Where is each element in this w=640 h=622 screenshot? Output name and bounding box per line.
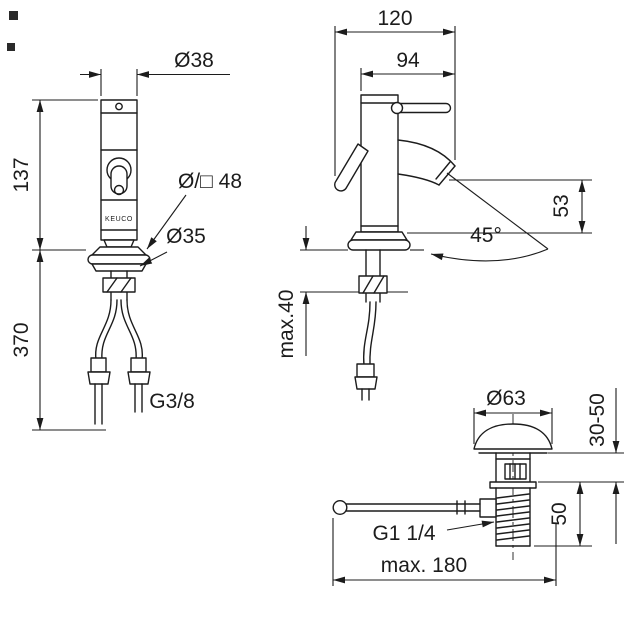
- pin-lever: [397, 102, 452, 114]
- dim-depth-120: 120: [334, 7, 456, 176]
- dim-spout-diameter-label: Ø38: [174, 49, 214, 72]
- side-lever: [334, 143, 369, 192]
- drain-cap: [473, 423, 553, 450]
- dim-escutcheon-label: Ø/□ 48: [178, 170, 242, 193]
- supply-hose-side: [362, 301, 371, 367]
- dim-deck-thickness-label: max.40: [275, 290, 298, 359]
- dim-tail-length-label: 50: [548, 502, 571, 525]
- dim-escutcheon-48: Ø/□ 48: [146, 170, 242, 250]
- dim-drain-thread-label: G1 1/4: [372, 522, 435, 545]
- tailpiece-threads: [496, 493, 530, 541]
- escutcheon-base-side: [347, 239, 411, 251]
- lever-handle-front: [110, 165, 128, 195]
- dim-deck-max40: max.40: [275, 226, 310, 359]
- dim-hose-370: 370: [10, 250, 106, 431]
- dim-angle-45: 45°: [430, 172, 549, 262]
- spout-top: [397, 139, 456, 167]
- hose-nut-left: [87, 371, 111, 385]
- aerator-front: [103, 239, 135, 248]
- dim-hole-35: Ø35: [139, 225, 206, 267]
- dim-cap-63: Ø63: [473, 387, 553, 444]
- dim-hole-diameter-label: Ø35: [166, 225, 206, 248]
- faucet-side-body: [300, 94, 456, 401]
- front-view: KEUCO: [10, 49, 242, 431]
- dim-outlet-height-53: 53: [407, 179, 592, 234]
- spout-bottom: [397, 173, 440, 186]
- rod-joint-nut: [479, 498, 497, 518]
- dim-height-137: 137: [10, 99, 98, 251]
- dim-rod-reach-180: max. 180: [332, 518, 557, 586]
- drain-assembly: [332, 414, 553, 560]
- dim-height-label: 137: [10, 157, 33, 192]
- dim-depth-label: 120: [377, 7, 412, 30]
- rod-knob: [332, 500, 348, 516]
- hose-nut-right: [127, 371, 151, 385]
- faucet-body-side: [360, 94, 399, 233]
- dim-spout-diameter: Ø38: [80, 49, 230, 96]
- drain-flange: [489, 481, 537, 489]
- escutcheon-flare: [91, 246, 147, 256]
- dim-cap-diameter-label: Ø63: [486, 387, 526, 410]
- dim-hose-thread-label: G3/8: [149, 390, 195, 413]
- dim-outlet-height-label: 53: [550, 194, 573, 217]
- side-view: 120 94 53 45° max.40: [275, 7, 592, 401]
- brand-label: KEUCO: [105, 216, 133, 223]
- dim-reach-94: 94: [360, 49, 455, 91]
- corner-marks: [7, 11, 18, 51]
- dim-reach-label: 94: [396, 49, 420, 72]
- supply-hose-left: [95, 299, 112, 361]
- dim-rod-reach-label: max. 180: [381, 554, 467, 577]
- escutcheon-flare-side: [350, 231, 408, 241]
- hose-nut-side: [354, 376, 378, 390]
- mounting-nut: [102, 277, 136, 293]
- cap-button: [115, 102, 123, 111]
- dim-tail-50: 50: [534, 482, 592, 547]
- faucet-front-body: KEUCO: [87, 99, 151, 425]
- dim-drain-thread: G1 1/4: [372, 520, 495, 545]
- dim-deck-range-label: 30-50: [586, 393, 609, 447]
- supply-hose-right: [126, 299, 143, 361]
- dim-hose-length-label: 370: [10, 322, 33, 357]
- escutcheon-base: [87, 254, 151, 265]
- dim-deck-range-3050: 30-50: [538, 388, 624, 544]
- dim-angle-label: 45°: [470, 224, 502, 247]
- drain-view: Ø63 30-50 50 G1 1/4 max. 180: [332, 387, 624, 586]
- spout-outlet-face: [438, 165, 456, 186]
